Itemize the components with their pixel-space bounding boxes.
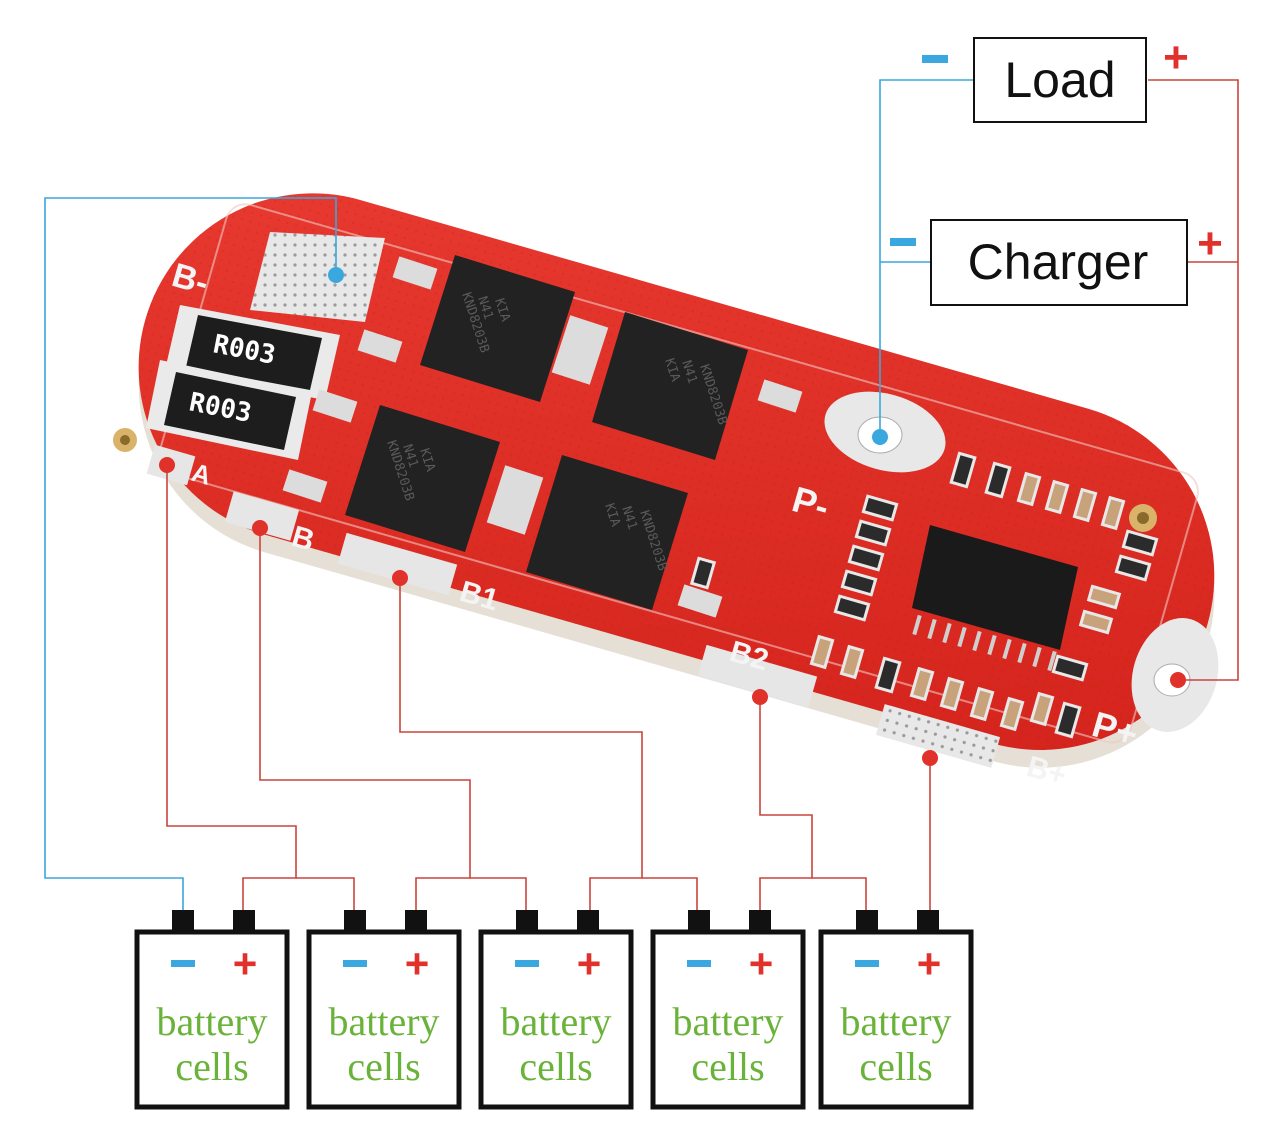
wire-b-tap-2	[470, 877, 527, 910]
battery-terminal-negative	[172, 910, 194, 932]
battery-label-line2: cells	[691, 1044, 764, 1089]
mosfet-3: KIA N41 KND8203B	[282, 389, 500, 552]
battery-terminal-negative	[344, 910, 366, 932]
dot-b-minus	[328, 267, 344, 283]
pcb-board: R003 R003 KIA N41 KND8203B KIA N41 KND82…	[113, 193, 1219, 793]
wire-b1-tap-2	[642, 877, 698, 910]
current-sense-resistor-1: R003	[165, 305, 340, 400]
battery-label-line2: cells	[519, 1044, 592, 1089]
battery-row: +batterycells+batterycells+batterycells+…	[134, 910, 974, 1110]
battery-body	[818, 929, 974, 1110]
battery-terminal-positive	[577, 910, 599, 932]
pad-b2	[697, 644, 818, 708]
wire-b2-tap	[759, 697, 813, 910]
battery-plus-sign: +	[577, 940, 602, 987]
pad-b1	[337, 532, 458, 596]
battery-terminal-positive	[749, 910, 771, 932]
load-label: Load	[1004, 52, 1115, 108]
battery-terminal-negative	[516, 910, 538, 932]
battery-terminal-negative	[688, 910, 710, 932]
mosfet-4-text: KIA	[601, 502, 623, 529]
protection-ic	[912, 525, 1078, 672]
battery-minus-sign	[343, 960, 367, 967]
battery-minus-sign	[855, 960, 879, 967]
mosfet-2-text: KIA	[661, 357, 683, 384]
wire-p-minus-to-load	[879, 79, 975, 437]
load-minus-sign	[922, 55, 948, 63]
battery-label-line1: battery	[840, 999, 951, 1044]
battery-plus-sign: +	[917, 940, 942, 987]
battery-terminal-negative	[856, 910, 878, 932]
mosfet-2: KIA N41 KND8203B	[551, 312, 803, 460]
battery-terminal-positive	[233, 910, 255, 932]
battery-label-line1: battery	[500, 999, 611, 1044]
wire-b1-tap	[399, 578, 643, 910]
battery-label-line1: battery	[328, 999, 439, 1044]
battery-minus-sign	[687, 960, 711, 967]
charger-box: Charger +	[890, 219, 1223, 306]
pad-b-plus	[875, 704, 1001, 768]
battery-terminal-positive	[917, 910, 939, 932]
charger-label: Charger	[968, 234, 1149, 290]
battery-plus-sign: +	[749, 940, 774, 987]
battery-plus-sign: +	[405, 940, 430, 987]
negative-wires	[44, 79, 975, 910]
smd-components	[689, 451, 1159, 739]
wire-b-tap	[259, 528, 471, 910]
battery-label-line2: cells	[859, 1044, 932, 1089]
dot-p-plus	[1170, 672, 1186, 688]
battery-label-line1: battery	[156, 999, 267, 1044]
battery-body	[650, 929, 806, 1110]
wire-p-plus-to-load	[1148, 79, 1239, 681]
dot-b1	[392, 570, 408, 586]
battery-body	[134, 929, 290, 1110]
pad-b-minus	[250, 232, 385, 322]
battery-label-line2: cells	[347, 1044, 420, 1089]
mosfet-4-text-2: N41	[618, 505, 640, 532]
mosfet-1-text-2: N41	[474, 295, 496, 322]
mosfet-1: KIA N41 KND8203B	[357, 255, 575, 402]
mosfet-1-text: KIA	[491, 297, 513, 324]
mosfet-3-text-2: N41	[399, 443, 421, 470]
dot-a	[159, 457, 175, 473]
battery-minus-sign	[171, 960, 195, 967]
battery-label-line1: battery	[672, 999, 783, 1044]
dot-b	[252, 520, 268, 536]
mosfet-4: KIA N41 KND8203B	[486, 455, 723, 618]
battery-label-line2: cells	[175, 1044, 248, 1089]
wire-a-tap	[166, 465, 297, 910]
dot-b-plus	[922, 750, 938, 766]
battery-body	[306, 929, 462, 1110]
charger-plus-sign: +	[1197, 219, 1223, 268]
current-sense-resistor-2: R003	[146, 360, 312, 460]
wire-b-minus-to-cell1	[44, 197, 337, 910]
wire-a-tap-2	[296, 877, 355, 910]
dot-b2	[752, 689, 768, 705]
load-box: Load +	[922, 33, 1189, 123]
positive-wires	[166, 79, 1239, 910]
battery-plus-sign: +	[233, 940, 258, 987]
pad-b	[224, 491, 300, 541]
mosfet-3-text: KIA	[416, 447, 438, 474]
wire-b2-tap-2	[812, 877, 867, 910]
mosfet-2-text-2: N41	[678, 359, 700, 386]
battery-body	[478, 929, 634, 1110]
dot-p-minus	[872, 429, 888, 445]
battery-terminal-positive	[405, 910, 427, 932]
load-plus-sign: +	[1163, 33, 1189, 82]
battery-minus-sign	[515, 960, 539, 967]
charger-minus-sign	[890, 238, 916, 246]
